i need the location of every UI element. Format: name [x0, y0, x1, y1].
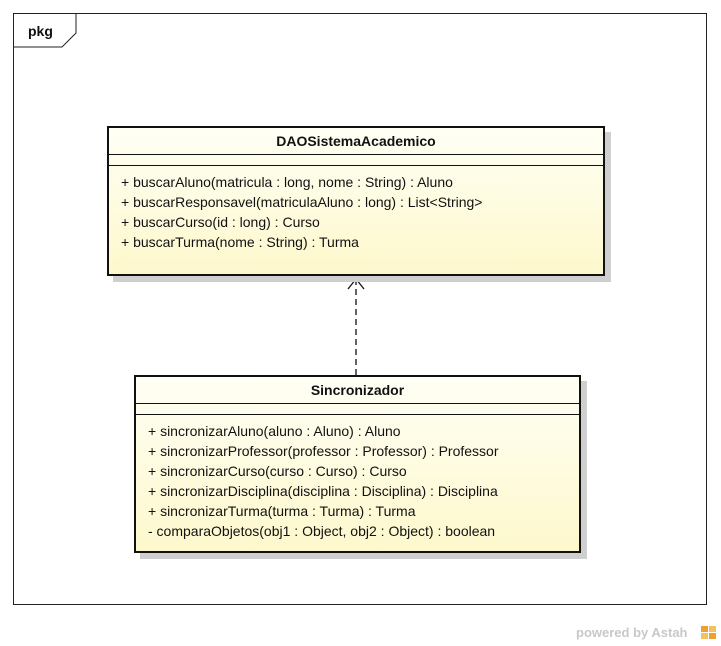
operations-compartment: + buscarAluno(matricula : long, nome : S…	[109, 166, 603, 252]
package-label: pkg	[28, 23, 53, 39]
astah-logo-icon	[701, 626, 716, 639]
attributes-compartment	[109, 155, 603, 166]
operation-sincronizar-turma: + sincronizarTurma(turma : Turma) : Turm…	[148, 503, 416, 519]
package-frame: pkg	[13, 13, 707, 605]
operation-compara-objetos: - comparaObjetos(obj1 : Object, obj2 : O…	[148, 523, 496, 539]
operation-sincronizar-aluno: + sincronizarAluno(aluno : Aluno) : Alun…	[148, 423, 401, 439]
attributes-compartment	[136, 404, 579, 415]
class-name: Sincronizador	[136, 377, 579, 404]
dependency-arrowhead	[347, 277, 365, 290]
operation-buscar-curso: + buscarCurso(id : long) : Curso	[121, 214, 320, 230]
operation-buscar-aluno: + buscarAluno(matricula : long, nome : S…	[121, 174, 453, 190]
operation-buscar-turma: + buscarTurma(nome : String) : Turma	[121, 234, 359, 250]
operation-sincronizar-professor: + sincronizarProfessor(professor : Profe…	[148, 443, 499, 459]
operation-sincronizar-disciplina: + sincronizarDisciplina(disciplina : Dis…	[148, 483, 498, 499]
operations-compartment: + sincronizarAluno(aluno : Aluno) : Alun…	[136, 415, 579, 541]
astah-watermark: powered by Astah	[576, 625, 688, 640]
operation-sincronizar-curso: + sincronizarCurso(curso : Curso) : Curs…	[148, 463, 407, 479]
class-name: DAOSistemaAcademico	[109, 128, 603, 155]
class-daosistemaacademico[interactable]: DAOSistemaAcademico + buscarAluno(matric…	[107, 126, 605, 276]
operation-buscar-responsavel: + buscarResponsavel(matriculaAluno : lon…	[121, 194, 483, 210]
package-tab	[14, 14, 77, 48]
class-sincronizador[interactable]: Sincronizador + sincronizarAluno(aluno :…	[134, 375, 581, 553]
